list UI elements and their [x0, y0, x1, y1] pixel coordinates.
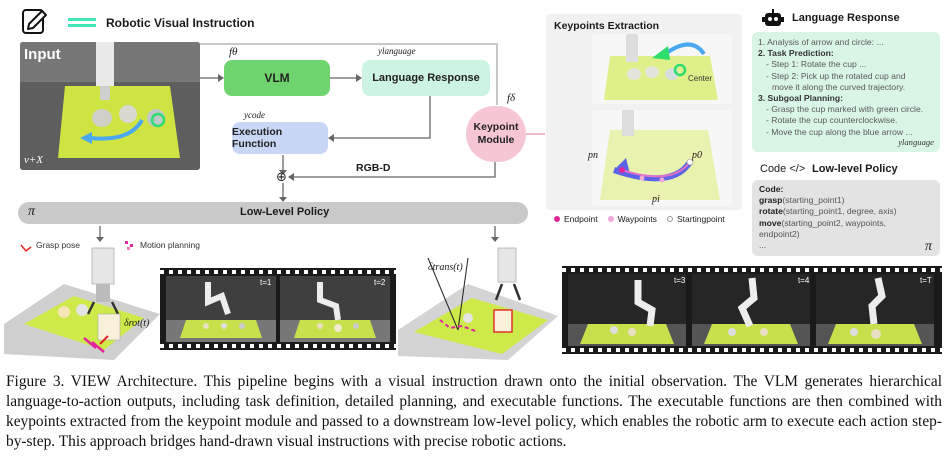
code-fn: move: [759, 217, 782, 228]
code-args: endpoint2): [759, 228, 800, 239]
input-scene-illustration: [20, 42, 200, 170]
code-fn: rotate: [759, 206, 783, 217]
legend-startingpoint: Startingpoint: [666, 214, 725, 224]
pi-label: pi: [652, 194, 660, 205]
code-fn: grasp: [759, 195, 783, 206]
code-line: endpoint2): [759, 229, 933, 240]
low-level-policy-bar-label: Low-Level Policy: [240, 206, 330, 218]
low-level-policy-code-panel: Code: grasp(starting_point1) rotate(star…: [752, 180, 940, 256]
code-line: rotate(starting_point1, degree, axis): [759, 206, 933, 217]
input-label: Input: [24, 46, 61, 63]
motion-planning-icon: [124, 238, 136, 250]
vlm-block: VLM: [224, 60, 330, 96]
code-header: Code:: [759, 184, 784, 194]
lr-line: - Step 2: Pick up the rotated cup and: [766, 70, 906, 81]
code-args: (starting_point1, degree, axis): [782, 206, 897, 217]
input-photo: [20, 42, 200, 170]
robot-head-icon: [762, 8, 784, 30]
lr-line: 2. Task Prediction:: [758, 48, 834, 59]
frame-time-label: t=2: [374, 278, 386, 287]
frame-time-label: t=1: [260, 278, 272, 287]
code-icon: Code </>: [760, 163, 806, 175]
code-args: (starting_point1): [782, 195, 845, 206]
keypoint-legend: Endpoint Waypoints Startingpoint: [554, 214, 725, 224]
code-line: ...: [759, 240, 933, 251]
lr-line: - Move the cup along the blue arrow ...: [766, 126, 913, 137]
vlm-label: VLM: [264, 71, 290, 85]
pipeline-connectors: [96, 43, 545, 242]
middle-robot-scene: [398, 244, 558, 360]
grasp-pose-icon: [20, 240, 32, 253]
film-frame: [166, 276, 276, 342]
legend-waypoints-label: Waypoints: [617, 214, 657, 224]
frame-time-label: t=T: [920, 276, 932, 285]
right-filmstrip: t=3 t=4 t=T: [562, 266, 942, 354]
y-code-label: ycode: [244, 110, 265, 120]
legend-endpoint: Endpoint: [554, 214, 598, 224]
legend-waypoints: Waypoints: [607, 214, 657, 224]
legend-label: Robotic Visual Instruction: [106, 16, 255, 30]
figure-caption: Figure 3. VIEW Architecture. This pipeli…: [6, 373, 942, 450]
code-line: grasp(starting_point1): [759, 195, 933, 206]
code-pi-symbol: π: [924, 238, 932, 254]
motion-planning-label: Motion planning: [140, 240, 201, 250]
legend-startingpoint-label: Startingpoint: [676, 214, 725, 224]
endpoint-dot-icon: [554, 216, 560, 222]
lr-line: move it along the curved trajectory.: [772, 81, 906, 92]
lr-line: - Grasp the cup marked with green circle…: [766, 104, 924, 115]
code-line: move(starting_point2, waypoints,: [759, 218, 933, 229]
lr-line: - Rotate the cup counterclockwise.: [766, 115, 898, 126]
pi-symbol: π: [28, 204, 36, 219]
film-frame: [568, 274, 686, 346]
robotic-visual-instruction-legend-swatch: [68, 18, 96, 28]
input-sub-label: v+X: [24, 154, 44, 166]
grasp-pose-label: Grasp pose: [36, 240, 80, 250]
keypoints-bottom-image: [592, 110, 732, 206]
p0-label: p0: [692, 150, 702, 161]
left-robot-scene: [4, 244, 160, 360]
execution-function-block: Execution Function: [232, 122, 328, 154]
lr-line: 3. Subgoal Planning:: [758, 93, 843, 104]
code-args: ...: [759, 240, 767, 251]
keypoints-top-scene: [592, 34, 732, 104]
low-level-policy-title: Low-level Policy: [812, 163, 898, 175]
language-response-panel: 1. Analysis of arrow and circle: ... 2. …: [752, 32, 940, 152]
keypoints-bottom-scene: [592, 110, 732, 206]
film-frame: [692, 274, 810, 346]
left-filmstrip: t=1 t=2: [160, 268, 396, 350]
low-level-policy-bar: π Low-Level Policy: [18, 202, 528, 224]
keypoints-title: Keypoints Extraction: [554, 20, 660, 32]
execution-function-label: Execution Function: [232, 126, 283, 150]
y-language-label: ylanguage: [378, 46, 416, 56]
frame-time-label: t=3: [674, 276, 686, 285]
lr-line: 1. Analysis of arrow and circle: ...: [758, 37, 884, 47]
language-response-title: Language Response: [792, 12, 900, 24]
code-args: (starting_point2, waypoints,: [781, 217, 887, 228]
pn-label: pn: [588, 150, 598, 161]
keypoints-top-image: [592, 34, 732, 104]
pencil-notepad-icon: [20, 6, 50, 36]
lr-line: - Step 1: Rotate the cup ...: [766, 59, 867, 70]
f-delta-label: fδ: [507, 92, 516, 104]
legend-endpoint-label: Endpoint: [564, 214, 598, 224]
f-theta-label: fθ: [229, 46, 238, 58]
rgbd-label: RGB-D: [356, 162, 391, 174]
center-label: Center: [688, 74, 713, 83]
lr-footer: ylanguage: [898, 136, 934, 147]
delta-trans-label: δtrans(t): [428, 262, 463, 273]
waypoint-dot-icon: [607, 216, 614, 222]
delta-rot-label: δrot(t): [124, 318, 150, 329]
keypoint-module-label: Keypoint Module: [473, 121, 519, 146]
film-frame: [280, 276, 390, 342]
film-frame: [816, 274, 934, 346]
keypoint-module-block: Keypoint Module: [466, 106, 526, 162]
startingpoint-dot-icon: [666, 216, 673, 222]
plus-symbol: ⊕: [276, 169, 287, 184]
language-response-block: Language Response: [362, 60, 490, 96]
frame-time-label: t=4: [798, 276, 810, 285]
language-response-label: Language Response: [372, 72, 480, 84]
